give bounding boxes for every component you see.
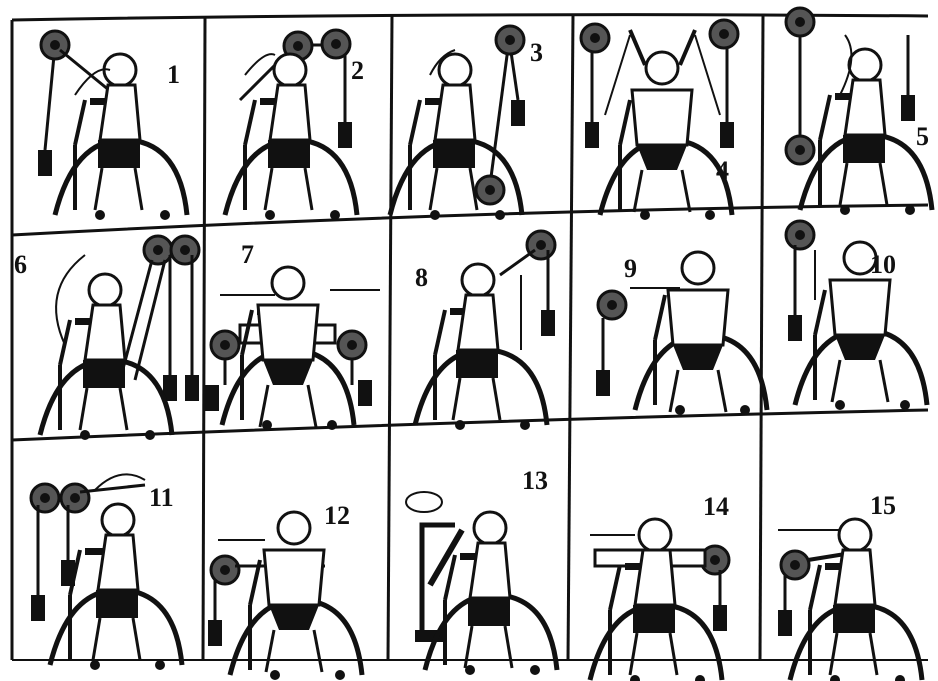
panel-number-2: 2 xyxy=(351,58,364,84)
panel-number-14: 14 xyxy=(703,494,729,520)
panel-number-13: 13 xyxy=(522,468,548,494)
panel-number-10: 10 xyxy=(870,252,896,278)
panel-number-7: 7 xyxy=(241,242,254,268)
panel-number-15: 15 xyxy=(870,493,896,519)
panel-number-1: 1 xyxy=(167,62,180,88)
panel-number-4: 4 xyxy=(716,158,729,184)
panel-number-6: 6 xyxy=(14,252,27,278)
panel-number-8: 8 xyxy=(415,265,428,291)
panel-number-9: 9 xyxy=(624,256,637,282)
panel-number-12: 12 xyxy=(324,503,350,529)
panel-number-11: 11 xyxy=(149,485,174,511)
panel-number-5: 5 xyxy=(916,124,929,150)
panel-number-3: 3 xyxy=(530,40,543,66)
